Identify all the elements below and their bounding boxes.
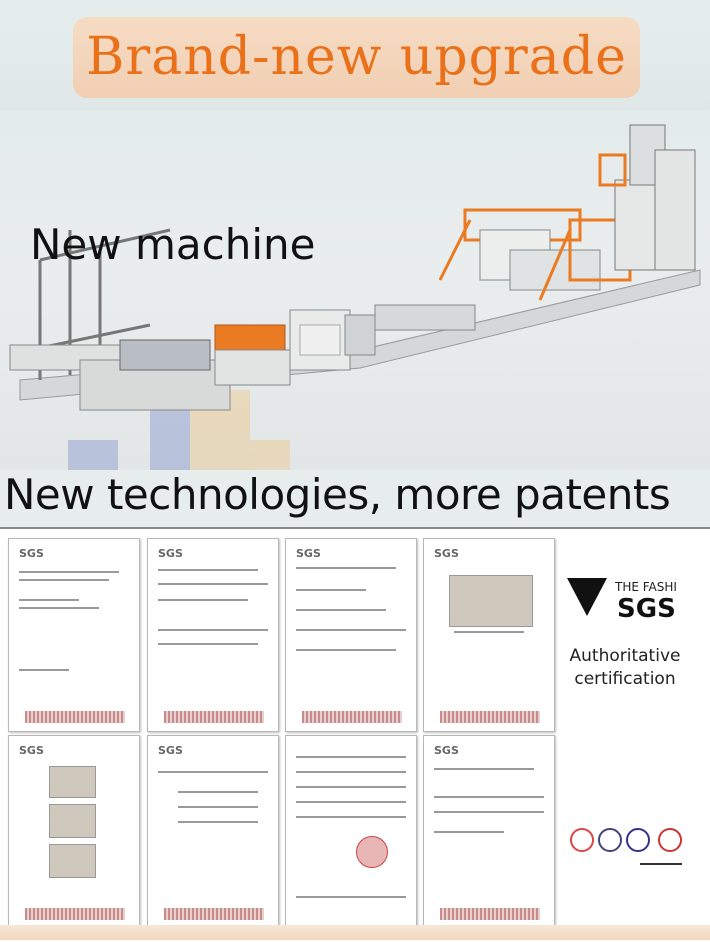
document-logo: SGS — [19, 744, 44, 757]
certificate-document: SGS — [423, 538, 555, 732]
new-technologies-headline: New technologies, more patents — [4, 470, 671, 519]
certificate-document: SGS — [147, 735, 279, 929]
document-logo: SGS — [434, 744, 459, 757]
document-logo: SGS — [296, 547, 321, 560]
production-line-image — [0, 110, 710, 470]
cnas-mark-icon — [626, 828, 650, 852]
document-logo: SGS — [434, 547, 459, 560]
certificate-document: SGS — [285, 538, 417, 732]
cal-mark-icon — [658, 828, 682, 852]
certificate-document — [285, 735, 417, 929]
certificate-document: SGS — [423, 735, 555, 929]
new-machine-headline: New machine — [30, 220, 316, 269]
cma-mark-icon — [570, 828, 594, 852]
document-logo: SGS — [158, 547, 183, 560]
title-banner: Brand-new upgrade — [73, 17, 640, 98]
sgs-big-text: SGS — [617, 594, 676, 624]
certificate-document: SGS — [147, 538, 279, 732]
certification-marks — [570, 828, 690, 852]
certificate-document: SGS — [8, 538, 140, 732]
caption-line-2: certification — [574, 669, 676, 689]
caption-line-1: Authoritative — [569, 646, 681, 666]
sgs-small-text: THE FASHI — [615, 580, 677, 594]
bottom-strip — [0, 925, 710, 940]
banner-title: Brand-new upgrade — [86, 27, 627, 87]
ilac-mark-icon — [598, 828, 622, 852]
top-banner-area: Brand-new upgrade — [0, 0, 710, 110]
certificate-document: SGS — [8, 735, 140, 929]
document-logo: SGS — [19, 547, 44, 560]
divider — [640, 863, 682, 865]
certification-caption: Authoritative certification — [555, 645, 695, 691]
document-logo: SGS — [158, 744, 183, 757]
sgs-triangle-icon — [567, 578, 607, 616]
production-line-illustration — [9, 124, 701, 470]
